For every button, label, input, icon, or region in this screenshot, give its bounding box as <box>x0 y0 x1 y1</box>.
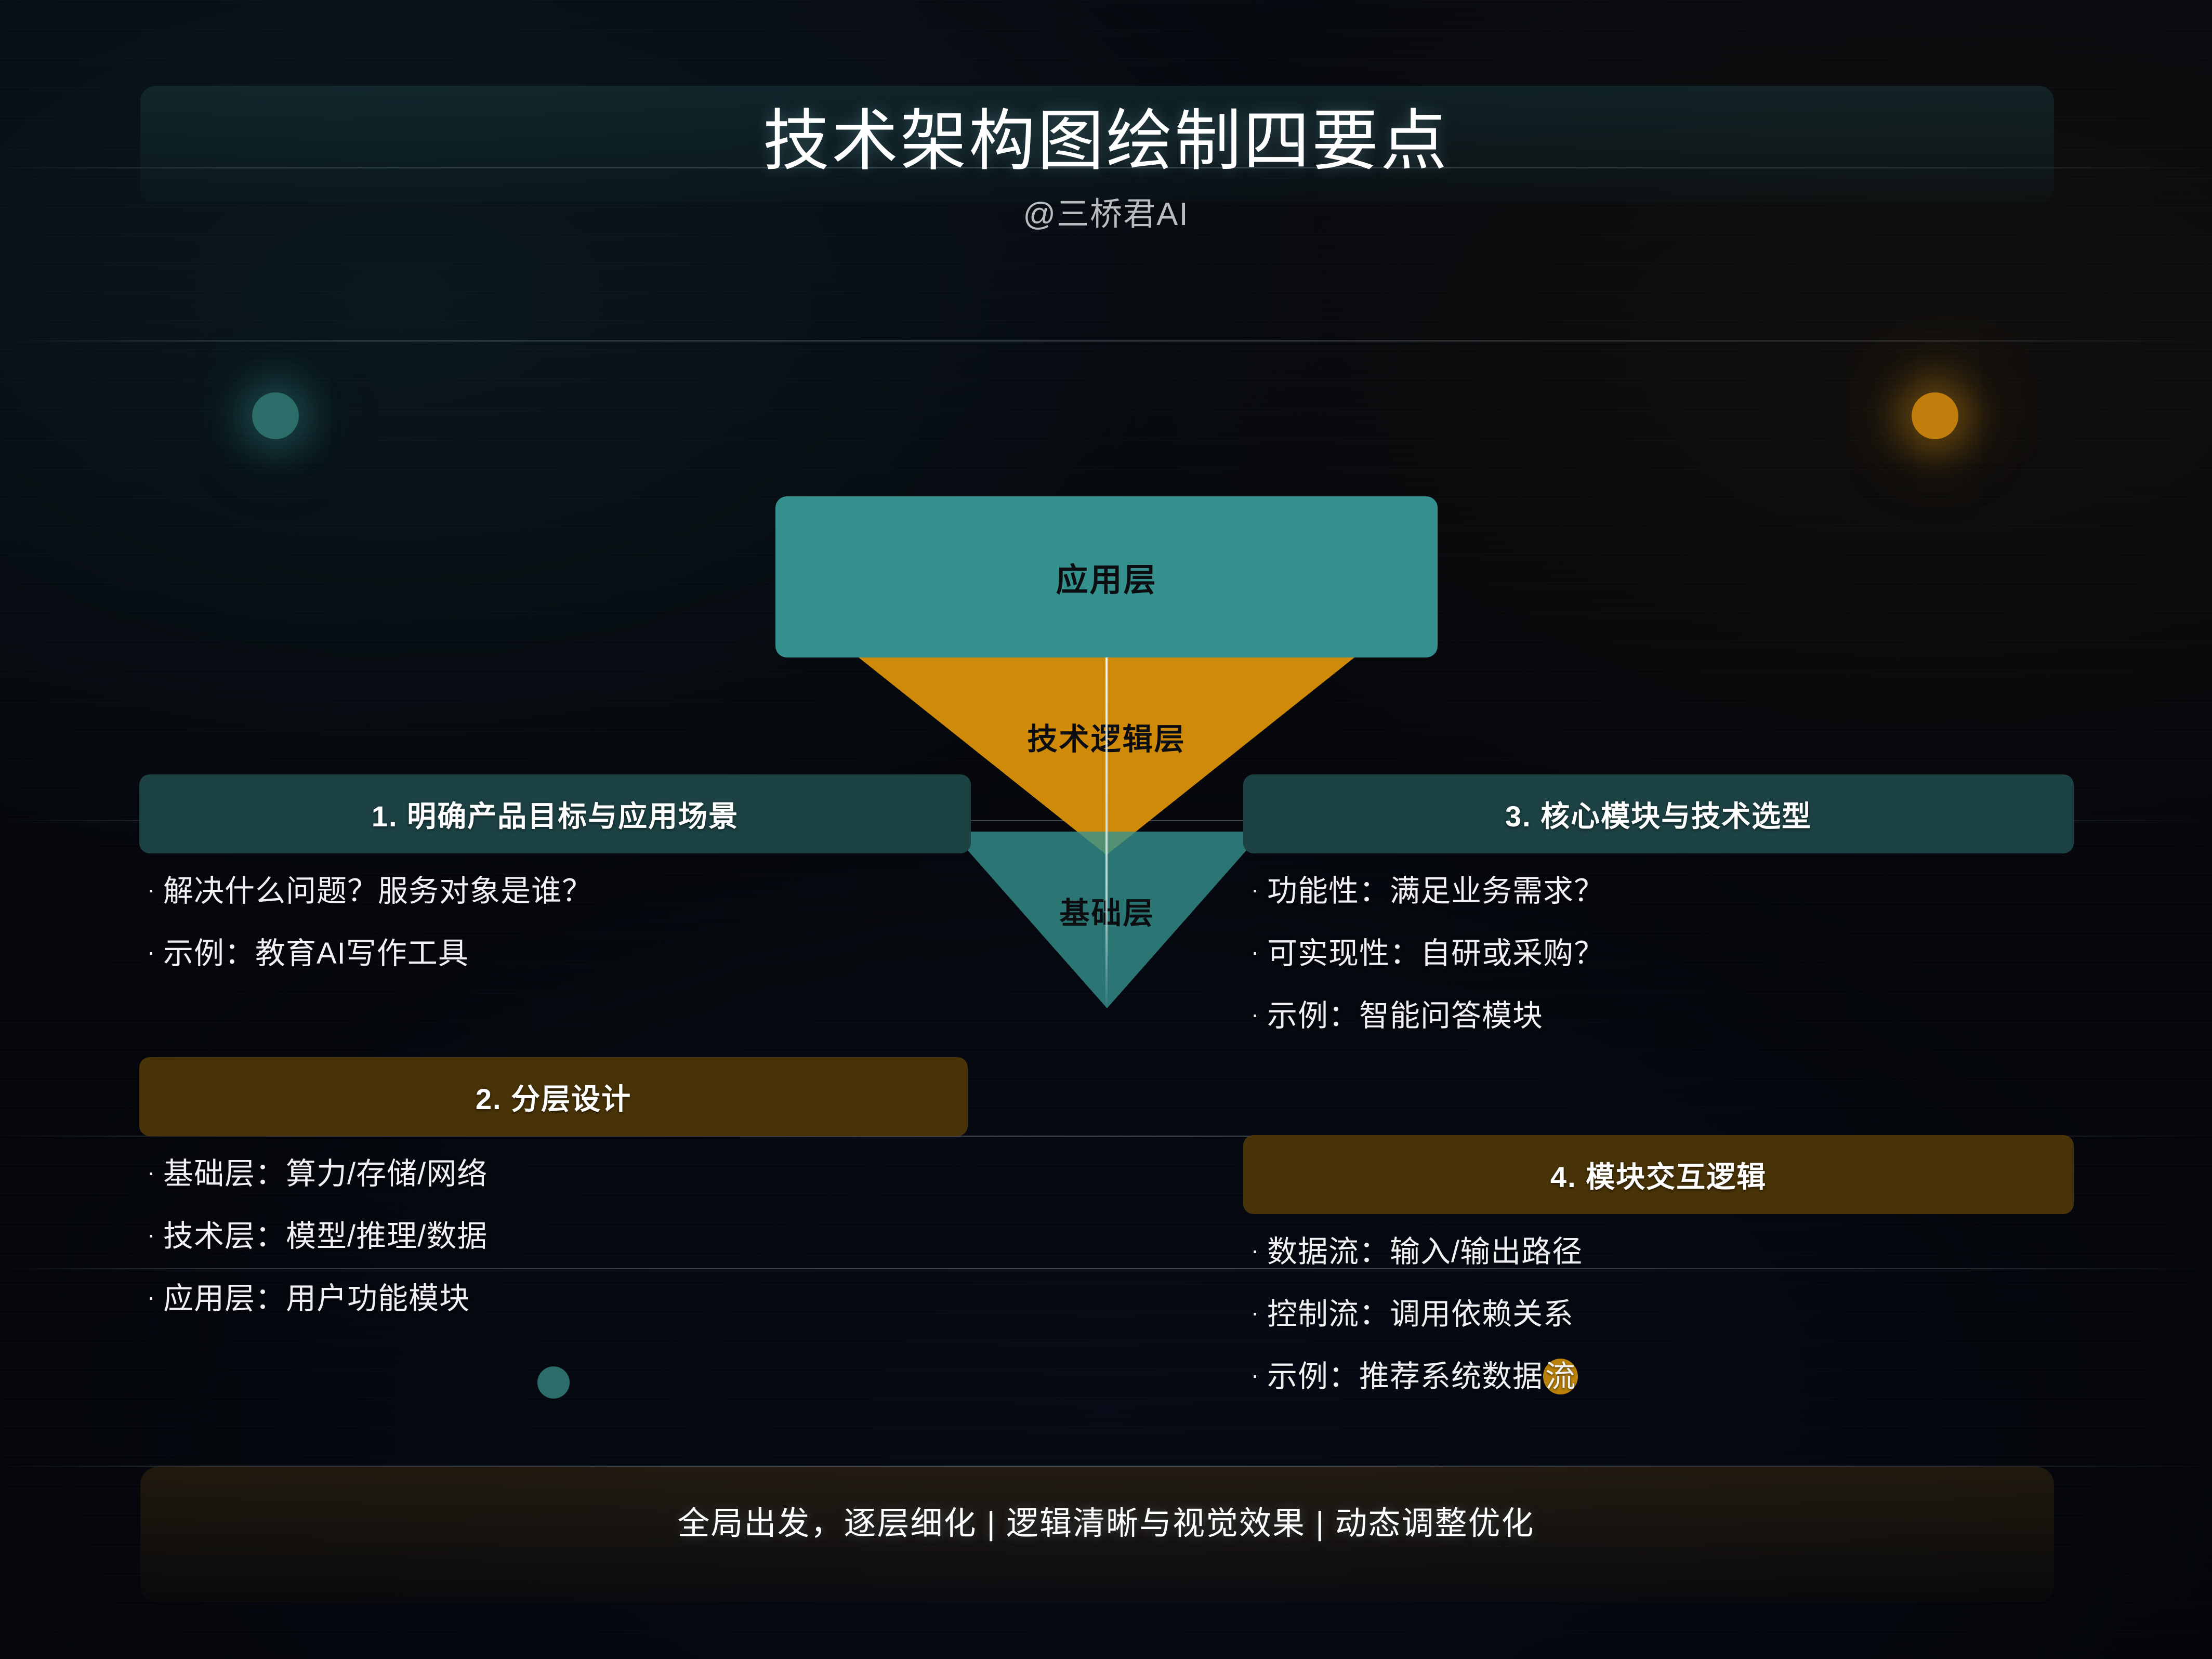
point-panel-2-bullets: · 基础层：算力/存储/网络 · 技术层：模型/推理/数据 · 应用层：用户功能… <box>139 1155 968 1319</box>
list-item-text: 示例：教育AI写作工具 <box>163 937 469 971</box>
list-item-text: 示例：推荐系统数据流 <box>1267 1358 2074 1396</box>
list-item: · 应用层：用户功能模块 <box>139 1280 968 1318</box>
point-panel-2-title: 2. 分层设计 <box>475 1082 632 1115</box>
point-panel-3-title: 3. 核心模块与技术选型 <box>1505 799 1812 833</box>
bullet-marker-icon: · <box>1250 1299 1260 1326</box>
list-item: · 示例：教育AI写作工具 <box>139 934 971 973</box>
point-panel-1-bullets: · 解决什么问题？服务对象是谁？ · 示例：教育AI写作工具 <box>139 872 971 973</box>
list-item: · 示例：智能问答模块 <box>1243 997 2074 1035</box>
bullet-marker-icon: · <box>147 1158 156 1186</box>
background-glow-line <box>0 1268 2212 1269</box>
funnel-layer-base: 基础层 <box>951 832 1263 1008</box>
list-item: · 示例：推荐系统数据流 <box>1243 1358 2074 1396</box>
title-block: 技术架构图绘制四要点 @三桥君AI <box>0 104 2212 234</box>
decorative-dot-teal-left <box>252 392 299 439</box>
list-item-text: 技术层：模型/推理/数据 <box>163 1219 488 1254</box>
list-item-text: 基础层：算力/存储/网络 <box>163 1157 488 1191</box>
point-panel-3-header: 3. 核心模块与技术选型 <box>1243 774 2074 853</box>
point-panel-2-header: 2. 分层设计 <box>139 1057 968 1136</box>
point-panel-2: 2. 分层设计 · 基础层：算力/存储/网络 · 技术层：模型/推理/数据 · … <box>139 1057 968 1342</box>
list-item-text: 应用层：用户功能模块 <box>163 1282 470 1316</box>
bullet-marker-icon: · <box>147 938 156 966</box>
funnel-layer-base-label: 基础层 <box>1059 897 1155 930</box>
bullet-marker-icon: · <box>147 1283 156 1311</box>
list-item-text: 可实现性：自研或采购？ <box>1267 937 1605 971</box>
list-item: · 技术层：模型/推理/数据 <box>139 1217 968 1256</box>
point-panel-1: 1. 明确产品目标与应用场景 · 解决什么问题？服务对象是谁？ · 示例：教育A… <box>139 774 971 997</box>
point-panel-4-title: 4. 模块交互逻辑 <box>1550 1160 1767 1193</box>
list-item: · 控制流：调用依赖关系 <box>1243 1295 2074 1334</box>
list-item-text: 功能性：满足业务需求？ <box>1267 874 1605 908</box>
decorative-dot-teal-bottom <box>537 1366 570 1399</box>
point-panel-4: 4. 模块交互逻辑 · 数据流：输入/输出路径 · 控制流：调用依赖关系 · 示… <box>1243 1135 2074 1420</box>
point-panel-4-header: 4. 模块交互逻辑 <box>1243 1135 2074 1214</box>
background-glow-line <box>0 340 2212 341</box>
bullet-marker-icon: · <box>1250 938 1260 966</box>
list-item: · 基础层：算力/存储/网络 <box>139 1155 968 1193</box>
list-item-text: 示例：智能问答模块 <box>1267 999 1544 1033</box>
list-item: · 数据流：输入/输出路径 <box>1243 1233 2074 1271</box>
bullet-marker-icon: · <box>1250 1236 1260 1263</box>
decorative-dot-orange-right <box>1912 392 1958 439</box>
bullet-marker-icon: · <box>147 876 156 903</box>
point-panel-1-title: 1. 明确产品目标与应用场景 <box>371 799 739 833</box>
point-panel-4-bullets: · 数据流：输入/输出路径 · 控制流：调用依赖关系 · 示例：推荐系统数据流 <box>1243 1233 2074 1397</box>
footer-backdrop <box>140 1467 2054 1603</box>
page-title: 技术架构图绘制四要点 <box>762 104 1449 178</box>
background-glow-line <box>0 1466 2212 1467</box>
list-item: · 功能性：满足业务需求？ <box>1243 872 2074 911</box>
funnel-center-axis-line <box>1105 657 1108 1011</box>
funnel-layer-application-label: 应用层 <box>1056 562 1157 598</box>
list-item-text: 数据流：输入/输出路径 <box>1267 1235 1583 1269</box>
point-panel-1-header: 1. 明确产品目标与应用场景 <box>139 774 971 853</box>
footer-summary-text: 全局出发，逐层细化 | 逻辑清晰与视觉效果 | 动态调整优化 <box>677 1506 1535 1542</box>
point-panel-3: 3. 核心模块与技术选型 · 功能性：满足业务需求？ · 可实现性：自研或采购？… <box>1243 774 2074 1060</box>
triangle-down-shape <box>951 832 1263 1008</box>
background-glow-line <box>0 167 2212 168</box>
list-item: · 可实现性：自研或采购？ <box>1243 934 2074 973</box>
funnel-layer-application: 应用层 <box>775 496 1438 657</box>
highlighted-character: 流 <box>1543 1359 1578 1395</box>
bullet-marker-icon: · <box>1250 1000 1260 1028</box>
list-item-text: 控制流：调用依赖关系 <box>1267 1297 1574 1332</box>
bullet-marker-icon: · <box>1250 876 1260 903</box>
page-subtitle: @三桥君AI <box>1023 196 1189 233</box>
background-glow-line <box>0 1136 2212 1137</box>
bullet-marker-icon: · <box>1250 1361 1260 1389</box>
list-item-text: 解决什么问题？服务对象是谁？ <box>163 874 593 908</box>
funnel-layer-technical-label: 技术逻辑层 <box>1027 722 1186 756</box>
header-backdrop <box>140 86 2054 203</box>
list-item-text-plain: 示例：推荐系统数据 <box>1267 1360 1544 1394</box>
bullet-marker-icon: · <box>147 1221 156 1248</box>
point-panel-3-bullets: · 功能性：满足业务需求？ · 可实现性：自研或采购？ · 示例：智能问答模块 <box>1243 872 2074 1036</box>
list-item: · 解决什么问题？服务对象是谁？ <box>139 872 971 911</box>
